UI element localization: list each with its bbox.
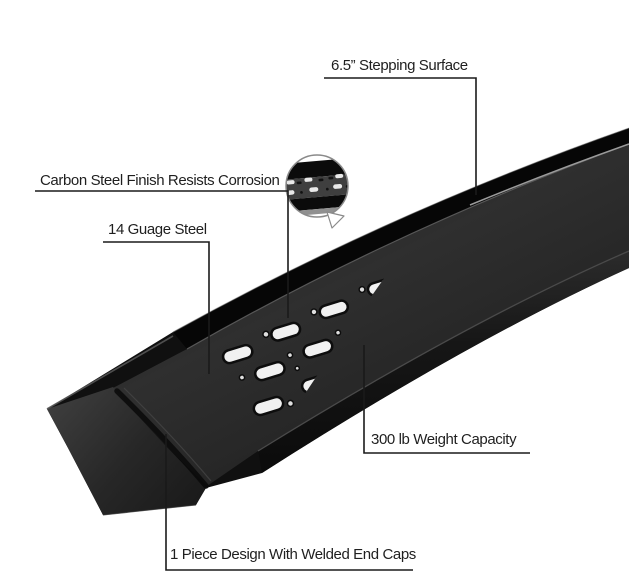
end-cap-seam-highlight: [123, 387, 212, 482]
tread-dot: [238, 374, 246, 381]
leader-lines: [35, 77, 530, 571]
leader-carbon-steel-finish: [35, 190, 289, 318]
label-carbon-steel-finish: Carbon Steel Finish Resists Corrosion: [40, 172, 280, 189]
tread-dot: [286, 351, 294, 359]
leader-gauge-steel: [103, 241, 210, 374]
label-stepping-surface: 6.5” Stepping Surface: [331, 57, 468, 74]
end-cap-bevel-highlight: [46, 335, 174, 410]
back-rail-inner-highlight: [186, 143, 629, 350]
leader-one-piece-design: [165, 434, 413, 571]
label-gauge-steel: 14 Guage Steel: [108, 221, 207, 238]
tread-dot: [294, 365, 301, 372]
tread-slot: [270, 321, 302, 342]
tread-dot: [358, 285, 366, 294]
tread-dot: [262, 330, 270, 339]
label-one-piece-design: 1 Piece Design With Welded End Caps: [170, 546, 416, 563]
front-break-highlight: [257, 250, 629, 452]
running-board: [46, 127, 629, 516]
tread-slot: [252, 395, 285, 417]
tread-slot: [318, 299, 350, 320]
back-rail-bright-segment: [469, 143, 629, 206]
magnifier-zoomed-texture: [283, 157, 351, 218]
stepping-surface: [113, 144, 629, 486]
magnifier-detail-icon: [283, 154, 351, 229]
leader-weight-capacity: [363, 345, 530, 454]
tread-slot: [221, 343, 254, 365]
leader-stepping-surface: [324, 77, 477, 195]
tread-slot: [302, 338, 334, 359]
tread-dot: [334, 329, 342, 336]
front-face: [258, 251, 629, 473]
end-cap-bottom-edge: [102, 504, 197, 516]
tread-slot: [253, 360, 286, 382]
label-weight-capacity: 300 lb Weight Capacity: [371, 431, 517, 448]
tread-dot: [310, 308, 318, 316]
back-rail: [173, 128, 629, 349]
top-edge-sheen: [172, 127, 629, 333]
magnifier-tail: [326, 211, 345, 229]
tread-dot: [286, 399, 295, 408]
end-cap-seam: [114, 388, 209, 489]
